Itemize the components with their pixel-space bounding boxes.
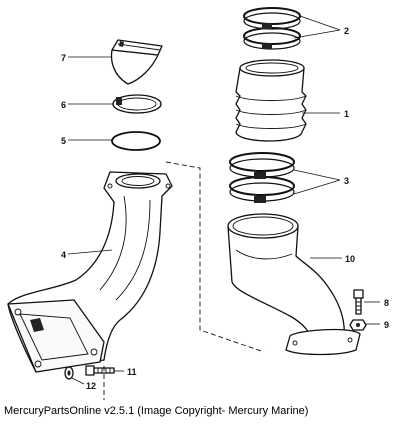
part-1-bellows[interactable]: [235, 59, 307, 142]
callout-7: 7: [61, 53, 66, 63]
part-4-exhaust-elbow[interactable]: [7, 171, 173, 373]
leader-lines: [67, 15, 380, 385]
callout-10: 10: [345, 254, 355, 264]
callout-3: 3: [344, 176, 349, 186]
part-12-washer[interactable]: [64, 366, 74, 380]
part-3-hose-clamps[interactable]: [229, 152, 295, 203]
part-2-hose-clamps[interactable]: [243, 7, 301, 50]
part-6-clamp-ring[interactable]: [112, 94, 162, 114]
callout-1: 1: [344, 109, 349, 119]
callout-5: 5: [61, 136, 66, 146]
part-8-bolt[interactable]: [353, 289, 364, 315]
callout-12: 12: [86, 381, 96, 391]
part-10-exhaust-pipe[interactable]: [227, 213, 361, 356]
part-7-cap[interactable]: [110, 39, 163, 85]
part-9-nut[interactable]: [349, 319, 367, 331]
callout-8: 8: [384, 298, 389, 308]
callout-11: 11: [127, 367, 137, 377]
callout-6: 6: [61, 100, 66, 110]
image-caption: MercuryPartsOnline v2.5.1 (Image Copyrig…: [4, 405, 309, 417]
callout-2: 2: [344, 26, 349, 36]
part-5-o-ring[interactable]: [111, 131, 161, 151]
part-11-bolt[interactable]: [85, 365, 115, 376]
callout-4: 4: [61, 250, 66, 260]
callout-9: 9: [384, 320, 389, 330]
alignment-line: [165, 161, 265, 353]
